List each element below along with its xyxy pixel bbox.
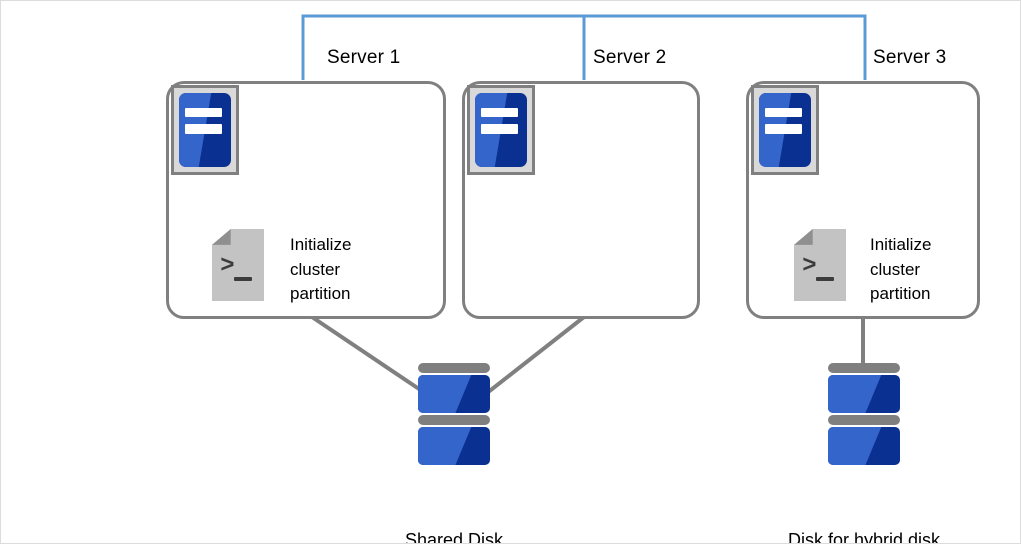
local-disk-caption: Disk for hybrid disk resource — [714, 473, 1014, 544]
script-document-icon: > — [794, 229, 846, 301]
disk-slab-sheen — [828, 427, 882, 465]
machine-icon-bar-top — [480, 107, 519, 118]
server-3-note-line-2: cluster — [870, 259, 921, 279]
connector-server1-shared-disk — [310, 315, 427, 395]
disk-slab-upper — [418, 375, 490, 413]
machine-icon-body — [475, 93, 527, 167]
server-1-note-line-2: cluster — [290, 259, 341, 279]
disk-slab-lower — [828, 427, 900, 465]
server-3-note-line-3: partition — [870, 284, 931, 304]
server-machine-icon — [751, 85, 819, 175]
disk-stack-icon[interactable] — [418, 363, 490, 467]
server-3-label: Server 3 — [873, 47, 947, 68]
server-1-note: Initialize cluster partition — [290, 233, 351, 307]
script-cursor-underscore — [815, 276, 834, 281]
connector-server2-shared-disk — [485, 315, 586, 395]
disk-plate-top — [828, 363, 900, 373]
script-document-icon: > — [212, 229, 264, 301]
machine-icon-body — [179, 93, 231, 167]
script-fold-corner — [794, 229, 813, 245]
disk-plate-middle — [828, 415, 900, 425]
disk-slab-sheen — [418, 427, 472, 465]
server-1-note-line-3: partition — [290, 284, 351, 304]
disk-slab-lower — [418, 427, 490, 465]
script-fold-corner — [212, 229, 231, 245]
server-1-note-line-1: Initialize — [290, 235, 352, 254]
script-prompt-glyph: > — [220, 250, 235, 278]
machine-icon-bar-bottom — [764, 124, 803, 134]
server-machine-icon — [467, 85, 535, 175]
disk-plate-top — [418, 363, 490, 373]
interconnect-bus — [301, 14, 867, 80]
machine-icon-body — [759, 93, 811, 167]
disk-slab-sheen — [828, 375, 882, 413]
machine-icon-bar-top — [184, 107, 223, 118]
machine-icon-bar-bottom — [184, 124, 223, 134]
shared-disk-caption-line-1: Shared Disk — [404, 530, 504, 544]
disk-slab-sheen — [418, 375, 472, 413]
server-1-label: Server 1 — [327, 47, 401, 68]
script-cursor-underscore — [233, 276, 252, 281]
server-machine-icon — [171, 85, 239, 175]
shared-disk-caption: Shared Disk for hybrid disk resource — [304, 473, 604, 544]
disk-plate-middle — [418, 415, 490, 425]
local-disk-caption-line-1: Disk for hybrid disk — [787, 530, 941, 544]
disk-stack-icon[interactable] — [828, 363, 900, 467]
server-3-note: Initialize cluster partition — [870, 233, 931, 307]
disk-slab-upper — [828, 375, 900, 413]
machine-icon-bar-top — [764, 107, 803, 118]
machine-icon-bar-bottom — [480, 124, 519, 134]
server-3-note-line-1: Initialize — [870, 235, 932, 254]
server-2-label: Server 2 — [593, 47, 667, 68]
script-prompt-glyph: > — [802, 250, 817, 278]
